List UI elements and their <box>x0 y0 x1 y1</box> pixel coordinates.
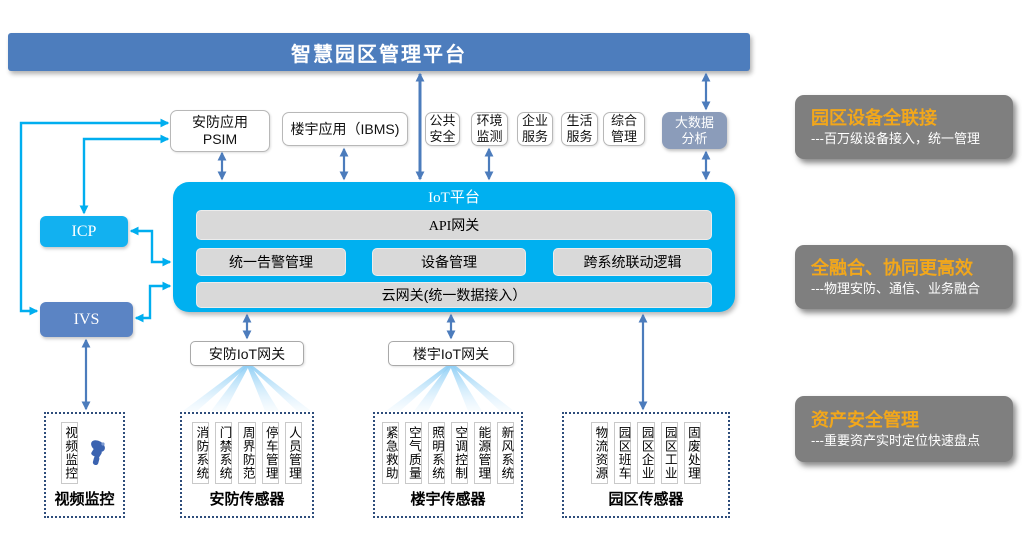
sensor-group-security: 消防系统 门禁系统 周界防范 停车管理 人员管理 安防传感器 <box>180 412 314 518</box>
cloud-gateway-bar: 云网关(统一数据接入） <box>196 282 712 308</box>
waste-item: 固废处理 <box>683 421 701 484</box>
connector-icp-platform <box>129 226 172 267</box>
app-box-psim: 安防应用 PSIM <box>170 110 270 152</box>
icp-label: ICP <box>71 222 97 240</box>
app-box-env-monitoring: 环境 监测 <box>471 112 508 146</box>
cross-system-logic-label: 跨系统联动逻辑 <box>583 254 682 270</box>
ibms-label: 楼宇应用（IBMS) <box>290 121 400 137</box>
benefit-1-title: 园区设备全联接 <box>811 107 937 128</box>
fan-rays-security <box>183 366 311 411</box>
ptz-camera-icon <box>91 439 105 465</box>
api-gateway-bar: API网关 <box>196 210 712 240</box>
lighting-item: 照明系统 <box>427 421 445 484</box>
benefit-convergence: 全融合、协同更高效 ---物理安防、通信、业务融合 <box>795 245 1013 309</box>
energy-item: 能源管理 <box>474 421 492 484</box>
life-service-label: 生活 服务 <box>566 113 593 144</box>
app-box-ibms: 楼宇应用（IBMS) <box>282 112 408 146</box>
public-safety-label: 公共 安全 <box>429 113 456 144</box>
benefit-2-title: 全融合、协同更高效 <box>811 257 973 278</box>
shuttle-item: 园区班车 <box>614 421 632 484</box>
logistics-item: 物流资源 <box>591 421 609 484</box>
app-box-integrated-mgmt: 综合 管理 <box>603 112 645 146</box>
personnel-item: 人员管理 <box>284 421 302 484</box>
psim-label: 安防应用 PSIM <box>192 113 248 147</box>
emergency-item: 紧急救助 <box>381 421 399 484</box>
api-gateway-label: API网关 <box>428 219 480 234</box>
fan-rays-building <box>386 366 514 411</box>
fire-system-item: 消防系统 <box>192 421 210 484</box>
ivs-label: IVS <box>73 310 100 328</box>
benefit-2-desc: ---物理安防、通信、业务融合 <box>811 281 980 297</box>
sensor-group-building: 紧急救助 空气质量 照明系统 空调控制 能源管理 新风系统 楼宇传感器 <box>373 412 523 518</box>
hvac-item: 空调控制 <box>451 421 469 484</box>
benefit-asset-security: 资产安全管理 ---重要资产实时定位快速盘点 <box>795 396 1013 462</box>
iot-platform: IoT平台 API网关 统一告警管理 设备管理 跨系统联动逻辑 云网关(统一数据… <box>173 182 735 312</box>
sensor-group-park: 物流资源 园区班车 园区企业 园区工业 固废处理 园区传感器 <box>562 412 730 518</box>
module-cross-system-logic: 跨系统联动逻辑 <box>553 248 712 276</box>
sensor-group-video: 视频监控 视频监控 <box>44 412 125 518</box>
security-iot-gateway: 安防IoT网关 <box>190 341 304 366</box>
industry-item: 园区工业 <box>660 421 678 484</box>
connector-icp-psim <box>79 134 170 215</box>
node-ivs: IVS <box>40 302 133 337</box>
security-group-label: 安防传感器 <box>209 491 285 508</box>
alarm-mgmt-label: 统一告警管理 <box>229 254 313 270</box>
benefit-3-title: 资产安全管理 <box>811 409 919 430</box>
building-group-label: 楼宇传感器 <box>410 491 486 508</box>
env-monitoring-label: 环境 监测 <box>476 113 503 144</box>
bigdata-label: 大数据 分析 <box>674 114 714 146</box>
benefit-1-desc: ---百万级设备接入，统一管理 <box>811 131 980 147</box>
enterprise-item: 园区企业 <box>637 421 655 484</box>
node-icp: ICP <box>40 216 128 247</box>
park-group-label: 园区传感器 <box>608 491 684 508</box>
connector-platform-ivs <box>134 281 172 323</box>
benefit-3-desc: ---重要资产实时定位快速盘点 <box>811 433 980 449</box>
fresh-air-item: 新风系统 <box>497 421 515 484</box>
building-iot-gateway-label: 楼宇IoT网关 <box>412 345 490 362</box>
park-items: 物流资源 园区班车 园区企业 园区工业 固废处理 <box>564 414 728 485</box>
module-device-mgmt: 设备管理 <box>372 248 526 276</box>
app-box-public-safety: 公共 安全 <box>425 112 460 146</box>
air-quality-item: 空气质量 <box>404 421 422 484</box>
cloud-gateway-label: 云网关(统一数据接入） <box>381 287 527 303</box>
integrated-mgmt-label: 综合 管理 <box>610 113 637 144</box>
app-box-bigdata: 大数据 分析 <box>662 112 727 149</box>
banner-title: 智慧园区管理平台 <box>291 43 467 66</box>
module-alarm-mgmt: 统一告警管理 <box>196 248 346 276</box>
building-iot-gateway: 楼宇IoT网关 <box>388 341 514 366</box>
building-items: 紧急救助 空气质量 照明系统 空调控制 能源管理 新风系统 <box>375 414 521 485</box>
parking-item: 停车管理 <box>261 421 279 484</box>
perimeter-item: 周界防范 <box>238 421 256 484</box>
access-control-item: 门禁系统 <box>215 421 233 484</box>
device-mgmt-label: 设备管理 <box>421 254 477 270</box>
security-iot-gateway-label: 安防IoT网关 <box>208 345 286 362</box>
video-monitoring-item: 视频监控 <box>60 421 79 484</box>
app-box-enterprise-service: 企业 服务 <box>517 112 553 146</box>
enterprise-service-label: 企业 服务 <box>521 113 548 144</box>
security-items: 消防系统 门禁系统 周界防范 停车管理 人员管理 <box>182 414 312 485</box>
platform-banner: 智慧园区管理平台 <box>8 33 750 71</box>
video-items: 视频监控 <box>46 414 123 485</box>
video-group-label: 视频监控 <box>54 491 115 508</box>
benefit-device-connection: 园区设备全联接 ---百万级设备接入，统一管理 <box>795 95 1013 159</box>
app-box-life-service: 生活 服务 <box>561 112 598 146</box>
iot-platform-title: IoT平台 <box>428 190 480 206</box>
